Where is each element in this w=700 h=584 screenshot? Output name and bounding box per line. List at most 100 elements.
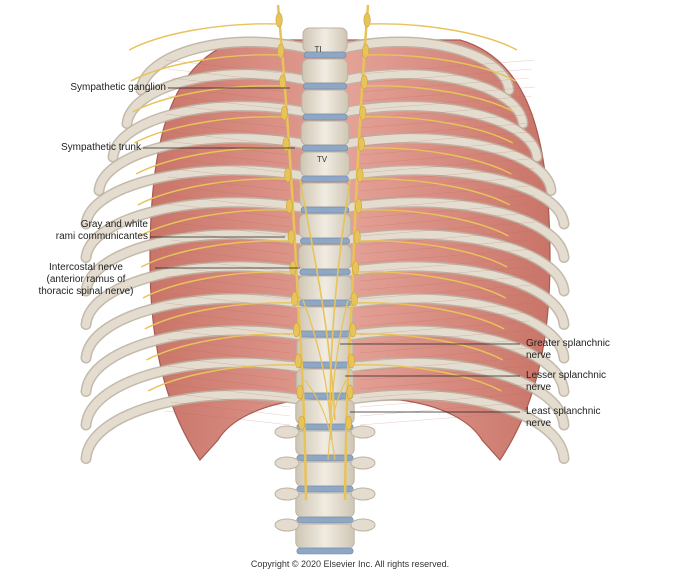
sympathetic-ganglion-left bbox=[280, 105, 288, 121]
muscle-fiber-left bbox=[164, 86, 291, 102]
intercostal-nerve-right bbox=[351, 364, 502, 392]
muscle-fiber-right bbox=[359, 257, 533, 273]
muscle-fiber-right bbox=[359, 338, 533, 354]
rib-right bbox=[341, 70, 527, 128]
label-sympathetic-trunk: Sympathetic trunk bbox=[60, 142, 141, 153]
rib-right bbox=[341, 230, 568, 295]
muscle-fiber-left bbox=[164, 194, 291, 210]
intercostal-nerve-left bbox=[146, 333, 297, 361]
muscle-fiber-right bbox=[359, 311, 533, 327]
sympathetic-ganglion-right bbox=[360, 74, 368, 90]
muscle-fiber-right bbox=[359, 203, 533, 219]
vertebra-label-t1: TI bbox=[314, 45, 321, 54]
intervertebral-disc bbox=[296, 516, 354, 524]
intervertebral-disc bbox=[300, 206, 350, 214]
intercostal-nerve-left bbox=[132, 85, 283, 113]
rib-right bbox=[341, 166, 568, 228]
rib-right bbox=[341, 294, 568, 362]
rib-left bbox=[82, 166, 309, 228]
intercostal-nerve-left bbox=[140, 240, 292, 268]
sympathetic-ganglion-right bbox=[356, 167, 364, 183]
sympathetic-ganglion-left bbox=[291, 291, 299, 307]
muscle-fiber-right bbox=[359, 275, 536, 291]
label-intercostal-line2: (anterior ramus of bbox=[46, 274, 126, 285]
intercostal-nerve-left bbox=[137, 178, 288, 206]
muscle-fiber-left bbox=[164, 221, 291, 237]
rib-right bbox=[341, 38, 513, 94]
muscle-fiber-right bbox=[359, 131, 530, 147]
sympathetic-ganglion-right bbox=[362, 43, 370, 59]
sympathetic-ganglion-right bbox=[350, 291, 358, 307]
label-gray-white-rami-line1: Gray and white bbox=[80, 219, 148, 230]
vertebral-body bbox=[301, 58, 349, 84]
label-least-splanchnic-line2: nerve bbox=[526, 418, 552, 429]
intervertebral-disc bbox=[296, 454, 354, 462]
label-greater-splanchnic-line2: nerve bbox=[526, 350, 552, 361]
muscle-fiber-right bbox=[359, 122, 533, 138]
muscle-fiber-right bbox=[359, 221, 536, 237]
copyright-notice: Copyright © 2020 Elsevier Inc. All right… bbox=[250, 559, 450, 569]
intercostal-nerve-left bbox=[139, 209, 290, 237]
muscle-fiber-right bbox=[359, 77, 530, 93]
greater-splanchnic-nerve bbox=[299, 179, 336, 421]
muscle-fiber-left bbox=[164, 410, 291, 426]
rib-right bbox=[341, 358, 568, 429]
muscle-fiber-left bbox=[164, 113, 291, 129]
rib-left bbox=[82, 294, 309, 362]
sympathetic-ganglion-left bbox=[284, 167, 292, 183]
intervertebral-disc bbox=[298, 330, 352, 338]
sympathetic-ganglion-left bbox=[279, 74, 287, 90]
sympathetic-ganglion-left bbox=[286, 198, 294, 214]
transverse-process-right bbox=[350, 487, 376, 501]
muscle-fiber-right bbox=[359, 212, 530, 228]
intervertebral-disc bbox=[303, 82, 347, 90]
rib-left bbox=[82, 198, 309, 262]
intervertebral-disc bbox=[297, 361, 353, 369]
intercostal-nerve-left bbox=[133, 116, 285, 144]
muscle-fiber-left bbox=[170, 131, 291, 147]
muscle-fiber-left bbox=[167, 149, 291, 165]
rib-left bbox=[82, 262, 309, 329]
intercostal-nerve-right bbox=[361, 147, 512, 175]
muscle-fiber-right bbox=[359, 113, 536, 129]
intervertebral-disc bbox=[299, 268, 351, 276]
rib-right bbox=[341, 198, 568, 262]
muscle-fiber-left bbox=[167, 257, 291, 273]
muscle-fiber-left bbox=[170, 212, 291, 228]
sympathetic-ganglion-left bbox=[294, 353, 302, 369]
sympathetic-ganglion-left bbox=[296, 384, 304, 400]
vertebral-body bbox=[300, 120, 350, 146]
muscle-fiber-right bbox=[359, 248, 536, 264]
muscle-fiber-left bbox=[164, 302, 291, 318]
label-greater-splanchnic: Greater splanchnic nerve bbox=[526, 338, 676, 362]
sympathetic-ganglion-right bbox=[353, 229, 361, 245]
intervertebral-disc bbox=[298, 299, 352, 307]
intercostal-nerve-left bbox=[130, 54, 281, 82]
sympathetic-ganglion-right bbox=[357, 136, 365, 152]
intercostal-nerve-left bbox=[147, 364, 299, 392]
vertebral-body bbox=[301, 89, 349, 115]
sympathetic-ganglion-left bbox=[277, 43, 285, 59]
intercostal-nerve-right bbox=[362, 116, 514, 144]
rib-left bbox=[82, 390, 309, 463]
transverse-process-right bbox=[350, 456, 376, 470]
ribs bbox=[80, 36, 570, 464]
intercostal-nerve-right bbox=[367, 23, 518, 51]
muscle-fiber-right bbox=[359, 158, 530, 174]
muscle-fiber-left bbox=[167, 203, 291, 219]
muscle-fiber-left bbox=[170, 185, 291, 201]
label-gray-white-rami: Gray and white rami communicantes bbox=[20, 219, 148, 243]
sympathetic-ganglion-right bbox=[349, 322, 357, 338]
sympathetic-ganglion-left bbox=[292, 322, 300, 338]
muscle-fiber-right bbox=[359, 95, 533, 111]
sympathetic-ganglion-left bbox=[275, 12, 283, 28]
muscle-fiber-left bbox=[170, 239, 291, 255]
muscle-fiber-right bbox=[359, 401, 530, 417]
transverse-process-left bbox=[274, 518, 300, 532]
muscle-fiber-right bbox=[359, 329, 536, 345]
least-splanchnic-nerve bbox=[304, 379, 336, 461]
muscle-fiber-right bbox=[359, 392, 533, 408]
intervertebral-disc bbox=[297, 392, 353, 400]
muscle-fiber-left bbox=[170, 374, 291, 390]
